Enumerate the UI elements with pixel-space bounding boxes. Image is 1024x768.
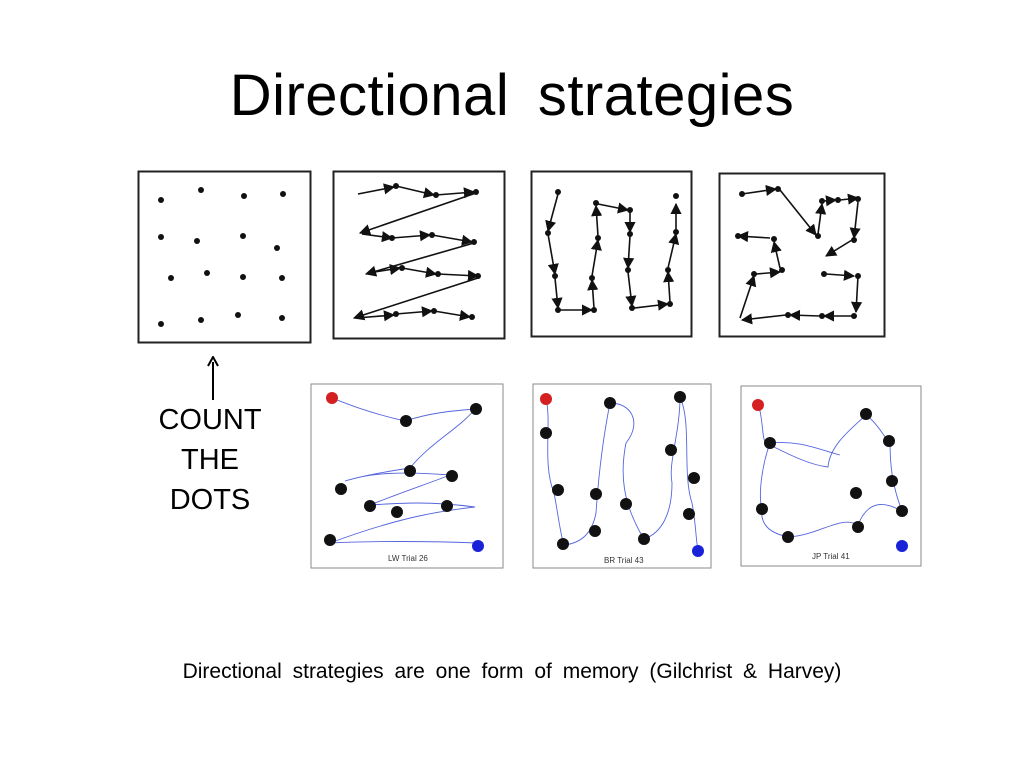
trial-trace-panel-br: BR Trial 43 [532, 383, 712, 569]
target-markers [540, 391, 704, 557]
dot-array [158, 187, 286, 327]
zigzag-arrows [352, 183, 480, 322]
trial-trace-panel-jp: JP Trial 41 [740, 385, 922, 567]
gaze-trace [545, 396, 699, 550]
column-arrows [545, 193, 682, 316]
gaze-trace [329, 397, 479, 544]
target-markers [324, 392, 484, 552]
spiral-strategy-panel [718, 172, 886, 338]
spiral-arrows [736, 184, 863, 325]
zigzag-strategy-panel [332, 170, 506, 340]
count-the-dots-label: COUNT THE DOTS [158, 404, 262, 516]
trial-caption: LW Trial 26 [388, 554, 428, 563]
slide-title: Directional strategies [229, 63, 795, 128]
dot-array-panel [137, 170, 312, 344]
column-strategy-panel [530, 170, 693, 338]
trial-caption: BR Trial 43 [604, 556, 644, 565]
trial-caption: JP Trial 41 [812, 552, 850, 561]
target-markers [752, 399, 908, 552]
count-pointer-arrow [207, 356, 219, 400]
trial-trace-panel-lw: LW Trial 26 [310, 383, 504, 569]
slide-caption: Directional strategies are one form of m… [182, 660, 842, 683]
